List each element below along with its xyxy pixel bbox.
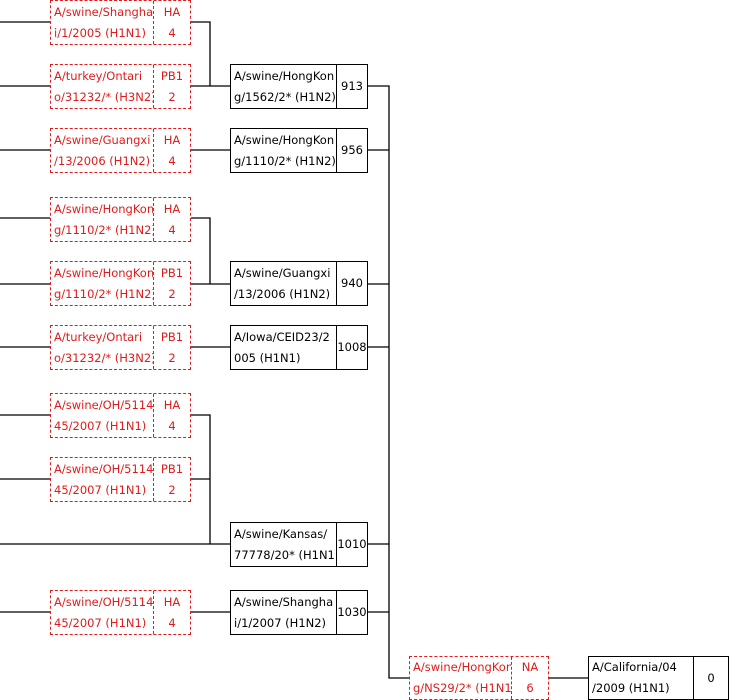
strain-line-2: o/31232/* (H3N2) [54,350,153,365]
strain-line-1: A/turkey/Ontari [54,329,143,344]
node-score: 0 [707,670,715,685]
strain-node-913: A/swine/HongKon g/1562/2* (H1N2) 913 [230,64,368,109]
strain-node-940: A/swine/Guangxi/13/2006 (H1N2) 940 [230,261,368,306]
segment-label: HA [163,4,181,19]
segment-label: HA [163,594,181,609]
strain-line-1: A/swine/HongKon [234,132,335,147]
segment-number: 6 [526,681,534,695]
segment-label: PB1 [160,329,184,344]
segment-number: 2 [168,89,176,104]
strain-line-1: A/swine/Guangxi [234,265,331,280]
connector-line [191,217,211,284]
strain-line-2: g/1110/2* (H1N2) [234,153,336,168]
strain-node-1008: A/Iowa/CEID23/2 005 (H1N1) 1008 [230,325,368,370]
strain-node-1030: A/swine/Shangha i/1/2007 (H1N2) 1030 [230,590,368,635]
connector-line [191,21,211,86]
node-score: 913 [341,79,363,93]
source-box-1: A/swine/Shangha i/1/2005 (H1N1) HA 4 [50,0,191,45]
strain-line-2: 45/2007 (H1N1) [54,615,147,630]
segment-number: 2 [168,286,176,301]
node-score: 1010 [337,537,367,551]
strain-line-2: /2009 (H1N1) [592,681,670,695]
strain-line-2: /13/2006 (H1N2) [54,153,151,168]
strain-node-root: A/California/04/2009 (H1N1) 0 [588,656,729,700]
strain-line-2: g/1110/2* (H1N2) [54,286,153,301]
strain-node-956: A/swine/HongKon g/1110/2* (H1N2) 956 [230,128,368,173]
segment-label: PB1 [160,68,184,83]
strain-line-1: A/swine/Shangha [54,4,153,19]
strain-line-2: g/1562/2* (H1N2) [234,89,336,104]
strain-line-2: 45/2007 (H1N1) [54,482,147,497]
strain-line-2: i/1/2005 (H1N1) [54,25,147,40]
node-score: 1008 [337,340,367,354]
node-score: 956 [341,143,363,157]
segment-label: PB1 [160,461,184,476]
source-box-9: A/swine/OH/5114 45/2007 (H1N1) HA 4 [50,590,191,635]
source-box-8: A/swine/OH/5114 45/2007 (H1N1) PB1 2 [50,457,191,502]
strain-line-2: /13/2006 (H1N2) [234,286,331,301]
node-score: 940 [341,276,363,290]
source-box-2: A/turkey/Ontari o/31232/* (H3N2) PB1 2 [50,64,191,109]
strain-line-1: A/swine/HongKon [234,68,335,83]
strain-line-2: 77778/20* (H1N1) [234,547,336,562]
connector-line [191,414,211,544]
strain-line-1: A/Iowa/CEID23/2 [234,329,330,344]
strain-line-2: g/1110/2* (H1N2) [54,222,153,237]
strain-line-2: 005 (H1N1) [234,350,301,365]
source-box-7: A/swine/OH/5114 45/2007 (H1N1) HA 4 [50,393,191,438]
segment-number: 2 [168,350,176,365]
strain-line-2: o/31232/* (H3N2) [54,89,153,104]
segment-label: NA [521,660,539,674]
segment-label: HA [163,397,181,412]
strain-line-1: A/swine/Shangha [234,594,334,609]
strain-line-1: A/turkey/Ontari [54,68,143,83]
strain-line-1: A/swine/OH/5114 [54,594,153,609]
strain-line-1: A/California/04 [592,660,677,674]
source-box-3: A/swine/Guangxi/13/2006 (H1N2) HA 4 [50,128,191,173]
strain-line-2: i/1/2007 (H1N2) [234,615,327,630]
strain-line-1: A/swine/OH/5114 [54,397,153,412]
segment-label: HA [163,201,181,216]
source-box-4: A/swine/HongKon g/1110/2* (H1N2) HA 4 [50,197,191,242]
strain-line-1: A/swine/HongKon [413,660,511,674]
segment-label: PB1 [160,265,184,280]
strain-line-1: A/swine/Guangxi [54,132,151,147]
segment-number: 4 [168,418,176,433]
segment-number: 4 [168,222,176,237]
node-score: 1030 [337,605,367,619]
segment-label: HA [163,132,181,147]
source-box-6: A/turkey/Ontari o/31232/* (H3N2) PB1 2 [50,325,191,370]
source-box-10: A/swine/HongKon g/NS29/2* (H1N1) NA 6 [409,656,549,700]
strain-line-1: A/swine/OH/5114 [54,461,153,476]
segment-number: 4 [168,153,176,168]
strain-node-1010: A/swine/Kansas/77778/20* (H1N1) 1010 [230,522,368,567]
strain-line-1: A/swine/HongKon [54,201,153,216]
strain-line-1: A/swine/HongKon [54,265,153,280]
strain-line-1: A/swine/Kansas/ [234,526,328,541]
source-box-5: A/swine/HongKon g/1110/2* (H1N2) PB1 2 [50,261,191,306]
segment-number: 4 [168,615,176,630]
segment-number: 4 [168,25,176,40]
strain-line-2: g/NS29/2* (H1N1) [413,681,511,695]
connector-line [368,85,409,679]
segment-number: 2 [168,482,176,497]
strain-line-2: 45/2007 (H1N1) [54,418,147,433]
